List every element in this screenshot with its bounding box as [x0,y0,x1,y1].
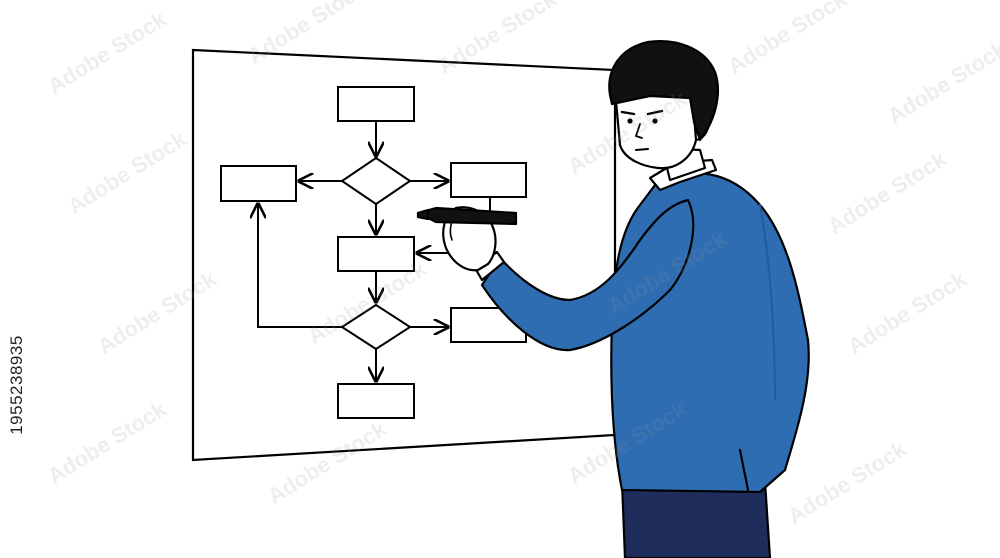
man-in-suit [416,40,810,558]
flowchart-diagram [220,86,527,419]
hair [608,40,719,142]
flow-box-end [337,383,415,419]
flow-box-middle [337,236,415,272]
jacket [610,172,810,494]
face [613,86,698,170]
stock-id-label: 1955238935 [6,310,28,460]
marker-icon [416,206,518,226]
flow-box-left [220,165,297,202]
flow-box-start [337,86,415,122]
trousers [620,480,772,558]
flow-box-right [450,162,527,198]
stock-id-text: 1955238935 [7,335,27,435]
jacket-sleeve [480,198,695,352]
flow-arrow [258,204,342,328]
